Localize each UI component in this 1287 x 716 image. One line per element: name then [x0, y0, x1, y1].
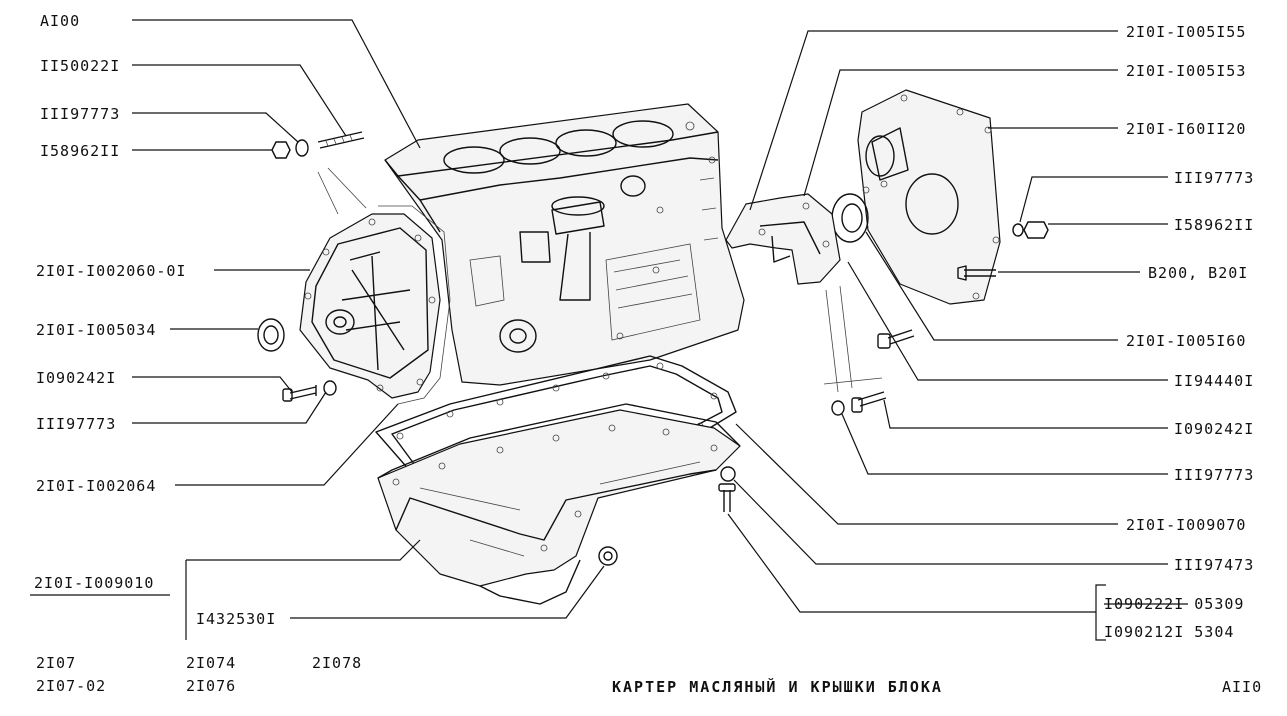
label-iii97773-d: III97773	[1174, 466, 1254, 484]
label-b200-b20i: B200, B20I	[1148, 264, 1248, 282]
label-i58962ii-a: I58962II	[40, 142, 120, 160]
label-2i0i-i005i55: 2I0I-I005I55	[1126, 23, 1246, 41]
label-i09021i2: I090212I 5304	[1104, 623, 1234, 641]
label-ii94440i: II94440I	[1174, 372, 1254, 390]
leader-lines	[30, 19, 1168, 641]
label-i58962ii-b: I58962II	[1174, 216, 1254, 234]
label-i090242i-b: I090242I	[1174, 420, 1254, 438]
label-iii97773-c: III97773	[1174, 169, 1254, 187]
page-number: AII0	[1222, 678, 1262, 696]
label-iii97773-b: III97773	[36, 415, 116, 433]
oil-pan-illustration	[377, 403, 741, 605]
label-ii50022i: II50022I	[40, 57, 120, 75]
rear-cover-illustration	[725, 89, 1049, 416]
label-2i0i-i002064: 2I0I-I002064	[36, 477, 156, 495]
model-2107-02: 2I07-02	[36, 677, 106, 695]
label-2i0i-i60ii20: 2I0I-I60II20	[1126, 120, 1246, 138]
label-2i0i-i009010: 2I0I-I009010	[34, 574, 154, 592]
label-iii97473: III97473	[1174, 556, 1254, 574]
label-2i0i-i005i60: 2I0I-I005I60	[1126, 332, 1246, 350]
engine-block-illustration	[384, 103, 745, 386]
model-21074: 2I074	[186, 654, 236, 672]
label-i090242i-a: I090242I	[36, 369, 116, 387]
label-i432530i: I432530I	[196, 610, 276, 628]
label-ai00: AI00	[40, 12, 80, 30]
model-2107: 2I07	[36, 654, 76, 672]
part-labels: AI00 II50022I III97773 I58962II 2I0I-I00…	[34, 12, 1254, 641]
label-2i0i-i005i53: 2I0I-I005I53	[1126, 62, 1246, 80]
page-title: КАРТЕР МАСЛЯНЫЙ И КРЫШКИ БЛОКА	[612, 677, 943, 696]
label-iii97773-a: III97773	[40, 105, 120, 123]
model-21076: 2I076	[186, 677, 236, 695]
label-2i0i-i002060-0i: 2I0I-I002060-0I	[36, 262, 186, 280]
footer: 2I07 2I07-02 2I074 2I076 2I078 КАРТЕР МА…	[36, 654, 1262, 696]
front-cover-illustration	[257, 131, 451, 405]
label-2i0i-i009070: 2I0I-I009070	[1126, 516, 1246, 534]
label-2i0i-i005034: 2I0I-I005034	[36, 321, 156, 339]
model-21078: 2I078	[312, 654, 362, 672]
